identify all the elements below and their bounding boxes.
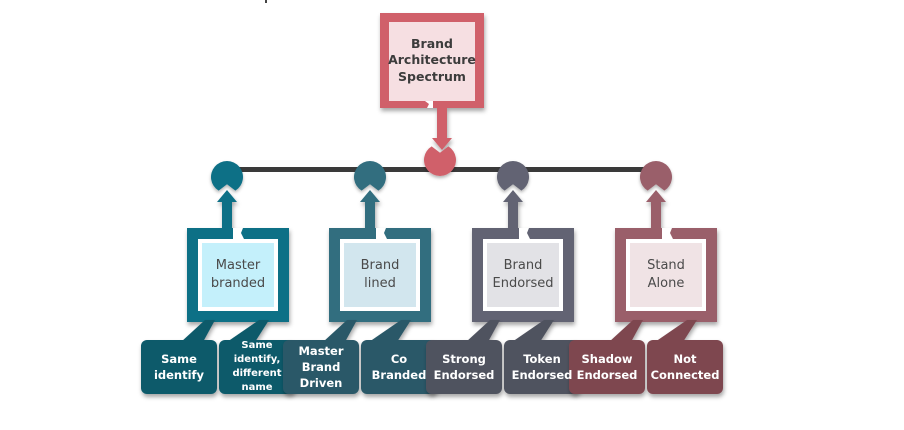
category-frame-gap — [376, 228, 387, 239]
category-1-arrow — [217, 190, 237, 234]
sub-box-bg — [647, 340, 723, 394]
category-4-node — [640, 161, 672, 191]
category-2-node-shape — [354, 161, 386, 191]
category-3-node-shape — [496, 161, 529, 191]
category-4 — [615, 190, 717, 322]
category-2-arrow — [360, 190, 380, 234]
category-2-label-line: Brand — [360, 258, 400, 274]
sub-box-1-1-label-line: Same — [161, 351, 197, 366]
category-4-label-line: Stand — [647, 258, 685, 274]
category-2-label-line: lined — [364, 276, 396, 291]
category-1-label: Master branded — [202, 243, 274, 307]
sub-box-pointer — [181, 320, 215, 342]
category-2-node — [354, 161, 386, 191]
sub-box — [647, 320, 723, 394]
sub-box-pointer — [369, 320, 411, 342]
category-1-node-shape — [211, 161, 243, 191]
category-3 — [472, 190, 574, 322]
sub-box — [283, 320, 359, 394]
sub-box-1-2-label-line: Same identify, — [233, 340, 281, 365]
sub-box — [219, 320, 295, 394]
sub-box — [141, 320, 217, 394]
sub-box — [569, 320, 645, 394]
stray-mark — [265, 0, 267, 3]
category-frame-gap — [233, 228, 244, 239]
root-label-line: Spectrum — [398, 68, 466, 84]
category-4-arrow — [646, 190, 666, 234]
category-2 — [329, 190, 431, 322]
sub-box — [504, 320, 580, 394]
sub-box-1-2-label-line: different name — [232, 368, 282, 393]
sub-box-4-2-label-line: Connected — [650, 368, 720, 382]
sub-box-2-1-label-line: Master — [298, 343, 344, 358]
category-fill — [630, 243, 702, 307]
category-3-label-line: Endorsed — [492, 276, 554, 291]
category-3-node — [496, 161, 529, 191]
sub-box-bg — [283, 340, 359, 394]
sub-box-bg — [361, 340, 437, 394]
sub-box-bg — [141, 340, 217, 394]
root-frame-gap — [425, 101, 433, 108]
category-1 — [187, 190, 289, 322]
category-frame-gap — [519, 228, 530, 239]
sub-box-pointer — [227, 320, 269, 342]
root-node — [424, 146, 456, 176]
sub-box-1-1-label: Same identify — [141, 340, 217, 394]
category-3-label-line: Brand — [503, 258, 543, 274]
sub-box-3-1-label-line: Endorsed — [433, 368, 495, 382]
root-fill — [389, 22, 475, 101]
sub-box-4-2-label-line: Not — [673, 351, 697, 366]
root-label-line: Architecture — [388, 52, 476, 68]
sub-box-bg — [504, 340, 580, 394]
root-box — [380, 13, 484, 150]
category-4-node-shape — [640, 161, 672, 191]
category-fill — [487, 243, 559, 307]
sub-box-pointer — [609, 320, 643, 342]
sub-box-pointer — [512, 320, 554, 342]
sub-box-pointer — [323, 320, 357, 342]
sub-box — [361, 320, 437, 394]
sub-box-pointer — [466, 320, 500, 342]
sub-box-bg — [426, 340, 502, 394]
sub-box-4-1-label-line: Endorsed — [576, 368, 638, 382]
sub-box — [426, 320, 502, 394]
category-1-label-line: Master — [215, 258, 261, 274]
category-1-label-line: branded — [210, 276, 266, 291]
category-3-arrow — [503, 190, 523, 234]
root-node-shape — [424, 146, 456, 176]
sub-box-1-1-label-line: identify — [153, 368, 205, 382]
category-frame-gap — [662, 228, 673, 239]
sub-box-4-1-label-line: Shadow — [581, 351, 633, 366]
category-fill — [202, 243, 274, 307]
category-fill — [344, 243, 416, 307]
category-1-node — [211, 161, 243, 191]
category-4-label-line: Alone — [647, 276, 685, 291]
sub-box-2-2-label-line: Co — [390, 351, 408, 366]
sub-box-3-2-label-line: Token — [523, 351, 561, 366]
sub-box-bg — [219, 340, 295, 394]
sub-box-2-1-label-line: Brand Driven — [299, 359, 343, 391]
sub-box-3-1-label-line: Strong — [442, 351, 486, 366]
root-arrow — [432, 108, 452, 150]
root-label-line: Brand — [411, 36, 453, 52]
category-2-label: Brand lined — [344, 243, 416, 307]
sub-box-3-2-label-line: Endorsed — [511, 368, 573, 382]
sub-box-bg — [569, 340, 645, 394]
sub-box-2-2-label-line: Branded — [371, 368, 427, 382]
sub-box-pointer — [655, 320, 697, 342]
sub-box-1-2-label: Same identify, different name — [219, 340, 295, 394]
